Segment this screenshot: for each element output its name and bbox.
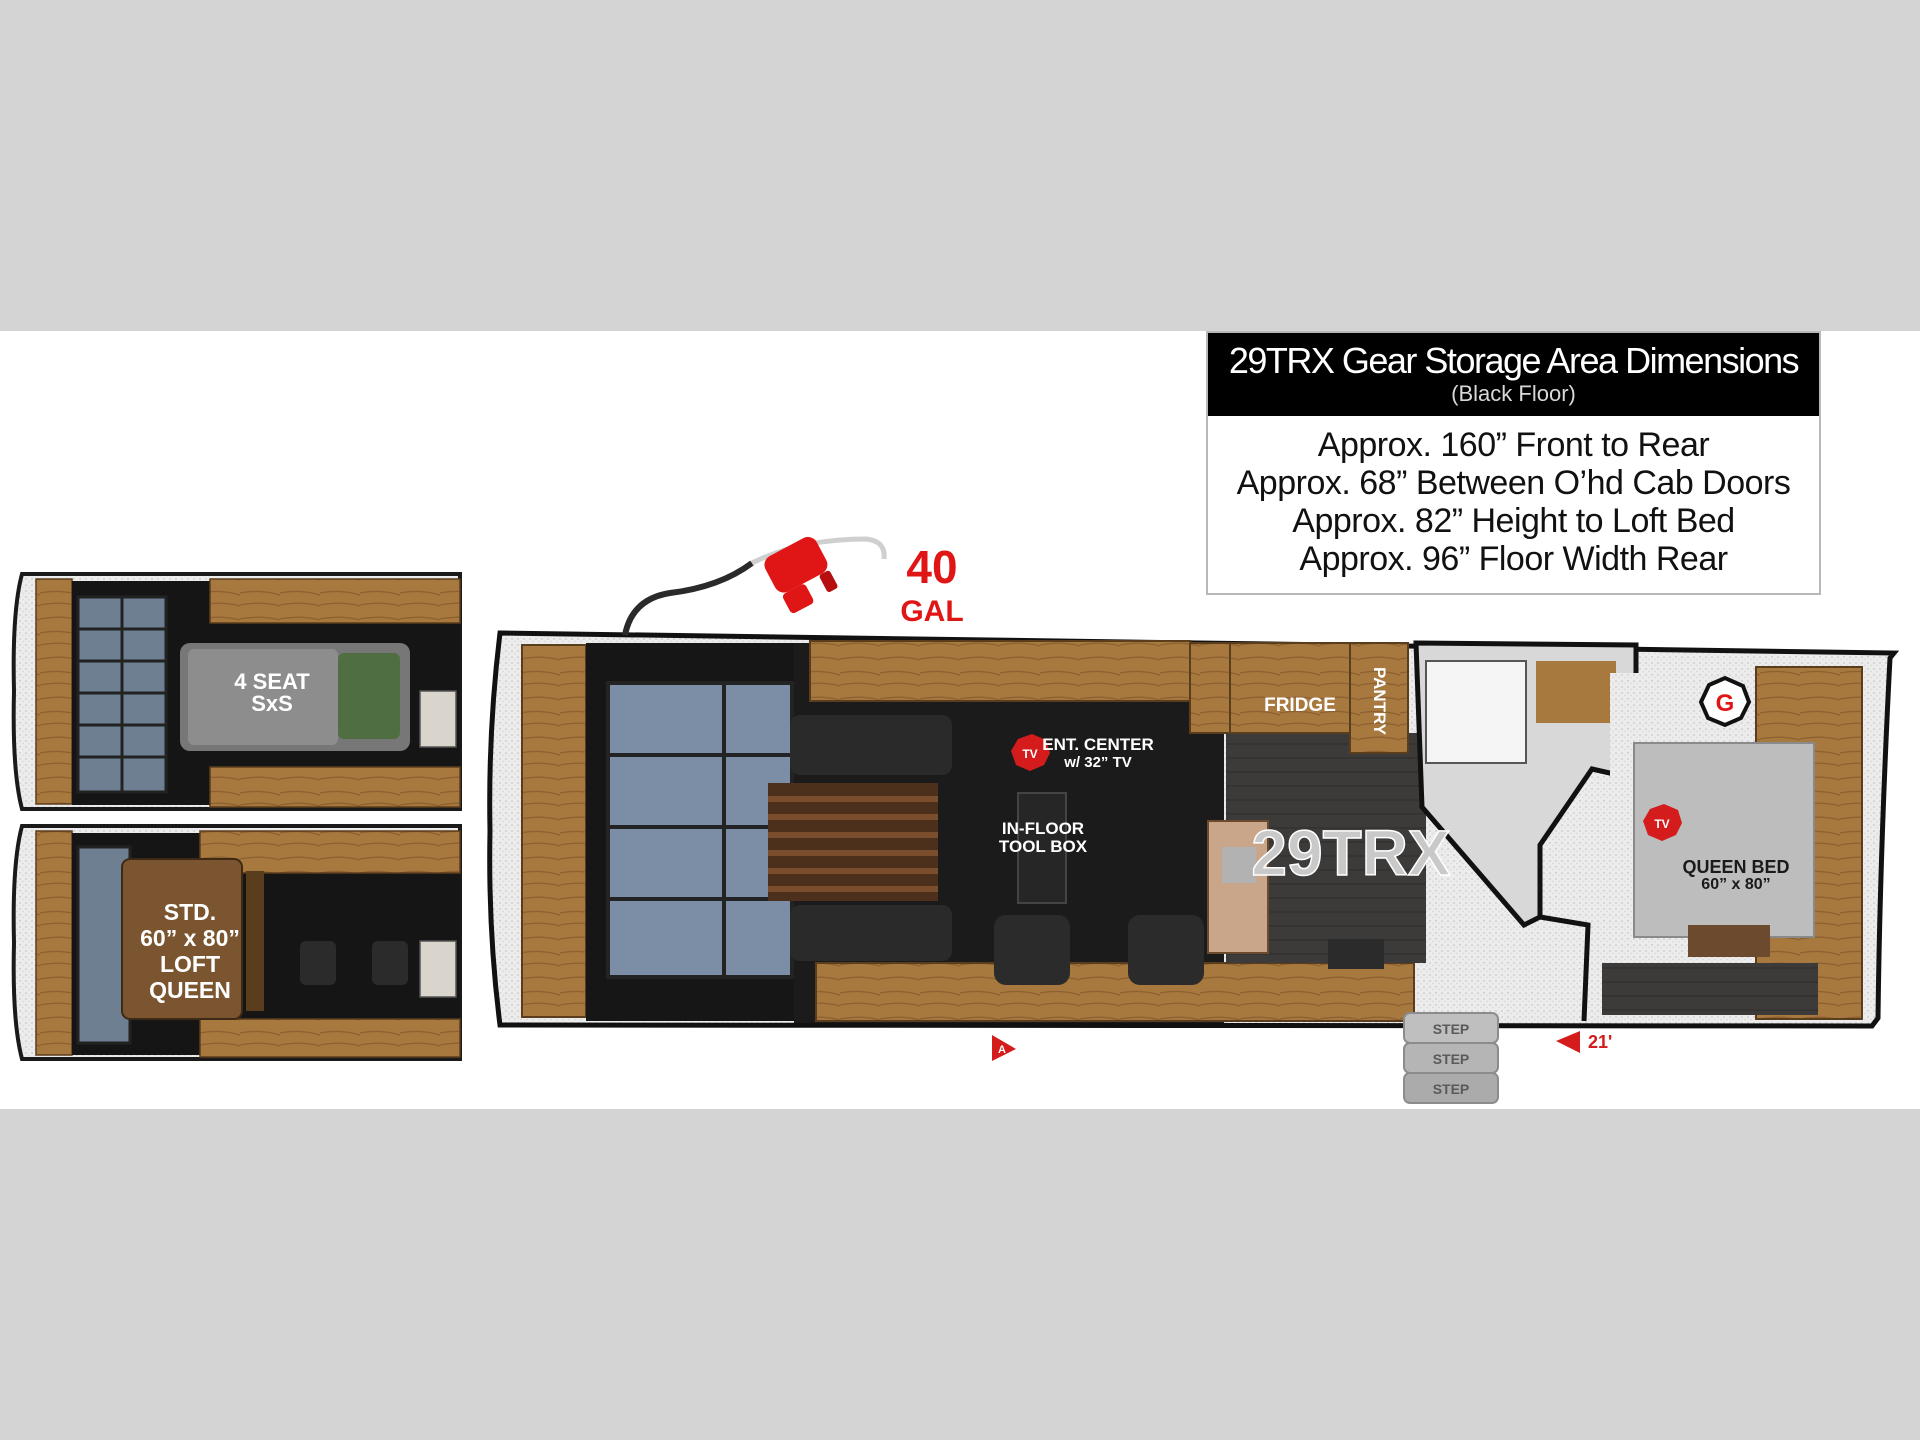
- tool-box-label-1: IN-FLOOR: [1002, 819, 1084, 838]
- tv-badge-bed: TV: [1654, 817, 1669, 831]
- fridge-cabinet: [1229, 642, 1351, 734]
- step-label-3: STEP: [1433, 1081, 1470, 1097]
- loft-label-1: STD.: [164, 899, 216, 925]
- fridge-label: FRIDGE: [1264, 695, 1336, 716]
- dimension-line: Approx. 68” Between O’hd Cab Doors: [1236, 464, 1791, 502]
- entry-steps: STEP STEP STEP: [1403, 1012, 1499, 1104]
- awning-marker-front: 21': [1556, 1031, 1612, 1053]
- rear-ramp-door: [606, 681, 794, 979]
- dimensions-title: 29TRX Gear Storage Area Dimensions: [1228, 340, 1800, 381]
- loft-option-plan: STD. 60” x 80” LOFT QUEEN: [11, 824, 462, 1061]
- sofa-left: [790, 715, 952, 961]
- in-floor-tool-box: [1017, 792, 1067, 904]
- fuel-capacity-unit: GAL: [900, 595, 963, 628]
- dimensions-header: 29TRX Gear Storage Area Dimensions (Blac…: [1208, 333, 1819, 416]
- ent-center-tv-label: w/ 32” TV: [1063, 754, 1132, 771]
- sxs-label-1: 4 SEAT: [234, 669, 310, 694]
- ent-center-label: ENT. CENTER: [1042, 735, 1153, 754]
- tool-box-label-2: TOOL BOX: [999, 837, 1088, 856]
- sxs-vehicle: [180, 643, 410, 751]
- dimensions-subtitle: (Black Floor): [1451, 381, 1576, 406]
- svg-text:A: A: [998, 1044, 1006, 1056]
- main-floorplan: G TV TV ENT. CENTER w/ 32” TV IN-FLOOR T…: [487, 630, 1900, 1029]
- pantry-cabinet: [1349, 642, 1409, 754]
- dimension-line: Approx. 82” Height to Loft Bed: [1292, 502, 1735, 540]
- loft-label-3: LOFT: [160, 951, 220, 977]
- dimension-line: Approx. 160” Front to Rear: [1317, 426, 1710, 464]
- queen-bed-label-2: 60” x 80”: [1701, 876, 1770, 893]
- pantry-label: PANTRY: [1370, 667, 1389, 736]
- loft-bed: [121, 858, 243, 1020]
- sxs-label-2: SxS: [251, 691, 293, 716]
- queen-bed-label-1: QUEEN BED: [1682, 857, 1789, 877]
- dimension-line: Approx. 96” Floor Width Rear: [1299, 540, 1728, 578]
- loft-label-4: QUEEN: [149, 977, 231, 1003]
- model-watermark: 29TRX: [1251, 817, 1451, 889]
- fuel-capacity-number: 40: [906, 541, 957, 593]
- awning-marker-rear: A: [992, 1035, 1016, 1061]
- step-label-2: STEP: [1433, 1051, 1470, 1067]
- fuel-pump-icon: [622, 536, 887, 636]
- bunk-slats: [768, 783, 938, 901]
- generator-badge: G: [1716, 690, 1735, 717]
- sxs-rear-door: [76, 595, 168, 794]
- floorplan-diagram: 4 SEAT SxS STD. 60” x 80” LOFT QUEEN: [11, 536, 1900, 1104]
- tv-badge-ent: TV: [1022, 747, 1037, 761]
- sxs-option-plan: 4 SEAT SxS: [11, 572, 462, 811]
- awning-length-label: 21': [1588, 1032, 1612, 1052]
- loft-label-2: 60” x 80”: [140, 925, 240, 951]
- step-label-1: STEP: [1433, 1021, 1470, 1037]
- dimensions-box: 29TRX Gear Storage Area Dimensions (Blac…: [1206, 331, 1821, 595]
- dimensions-list: Approx. 160” Front to Rear Approx. 68” B…: [1208, 416, 1819, 578]
